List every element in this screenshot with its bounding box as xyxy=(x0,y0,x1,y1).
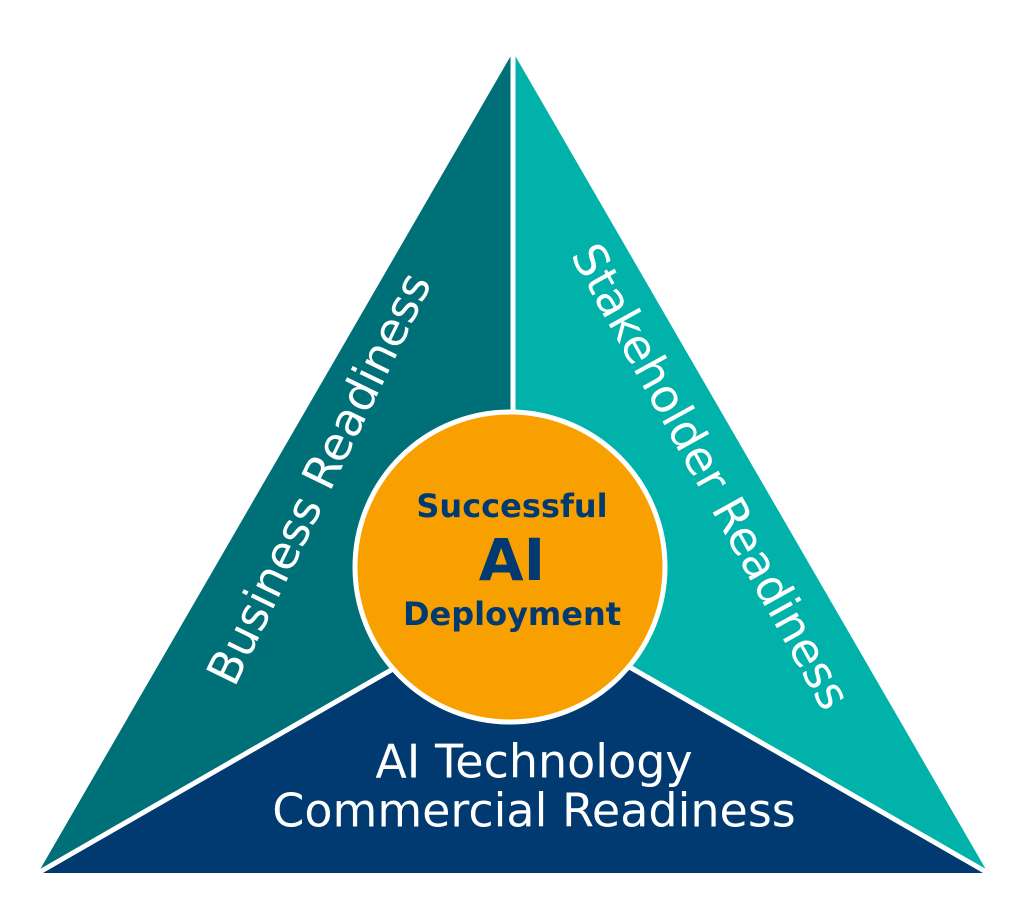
technology-readiness-label-line2: Commercial Readiness xyxy=(272,784,796,838)
center-label-deployment: Deployment xyxy=(403,595,621,633)
technology-readiness-label-line1: AI Technology xyxy=(375,735,692,789)
center-label-ai: AI xyxy=(479,526,545,594)
center-label-successful: Successful xyxy=(416,487,607,525)
successful-ai-deployment-circle xyxy=(352,409,668,725)
technology-readiness-segment xyxy=(38,600,988,873)
